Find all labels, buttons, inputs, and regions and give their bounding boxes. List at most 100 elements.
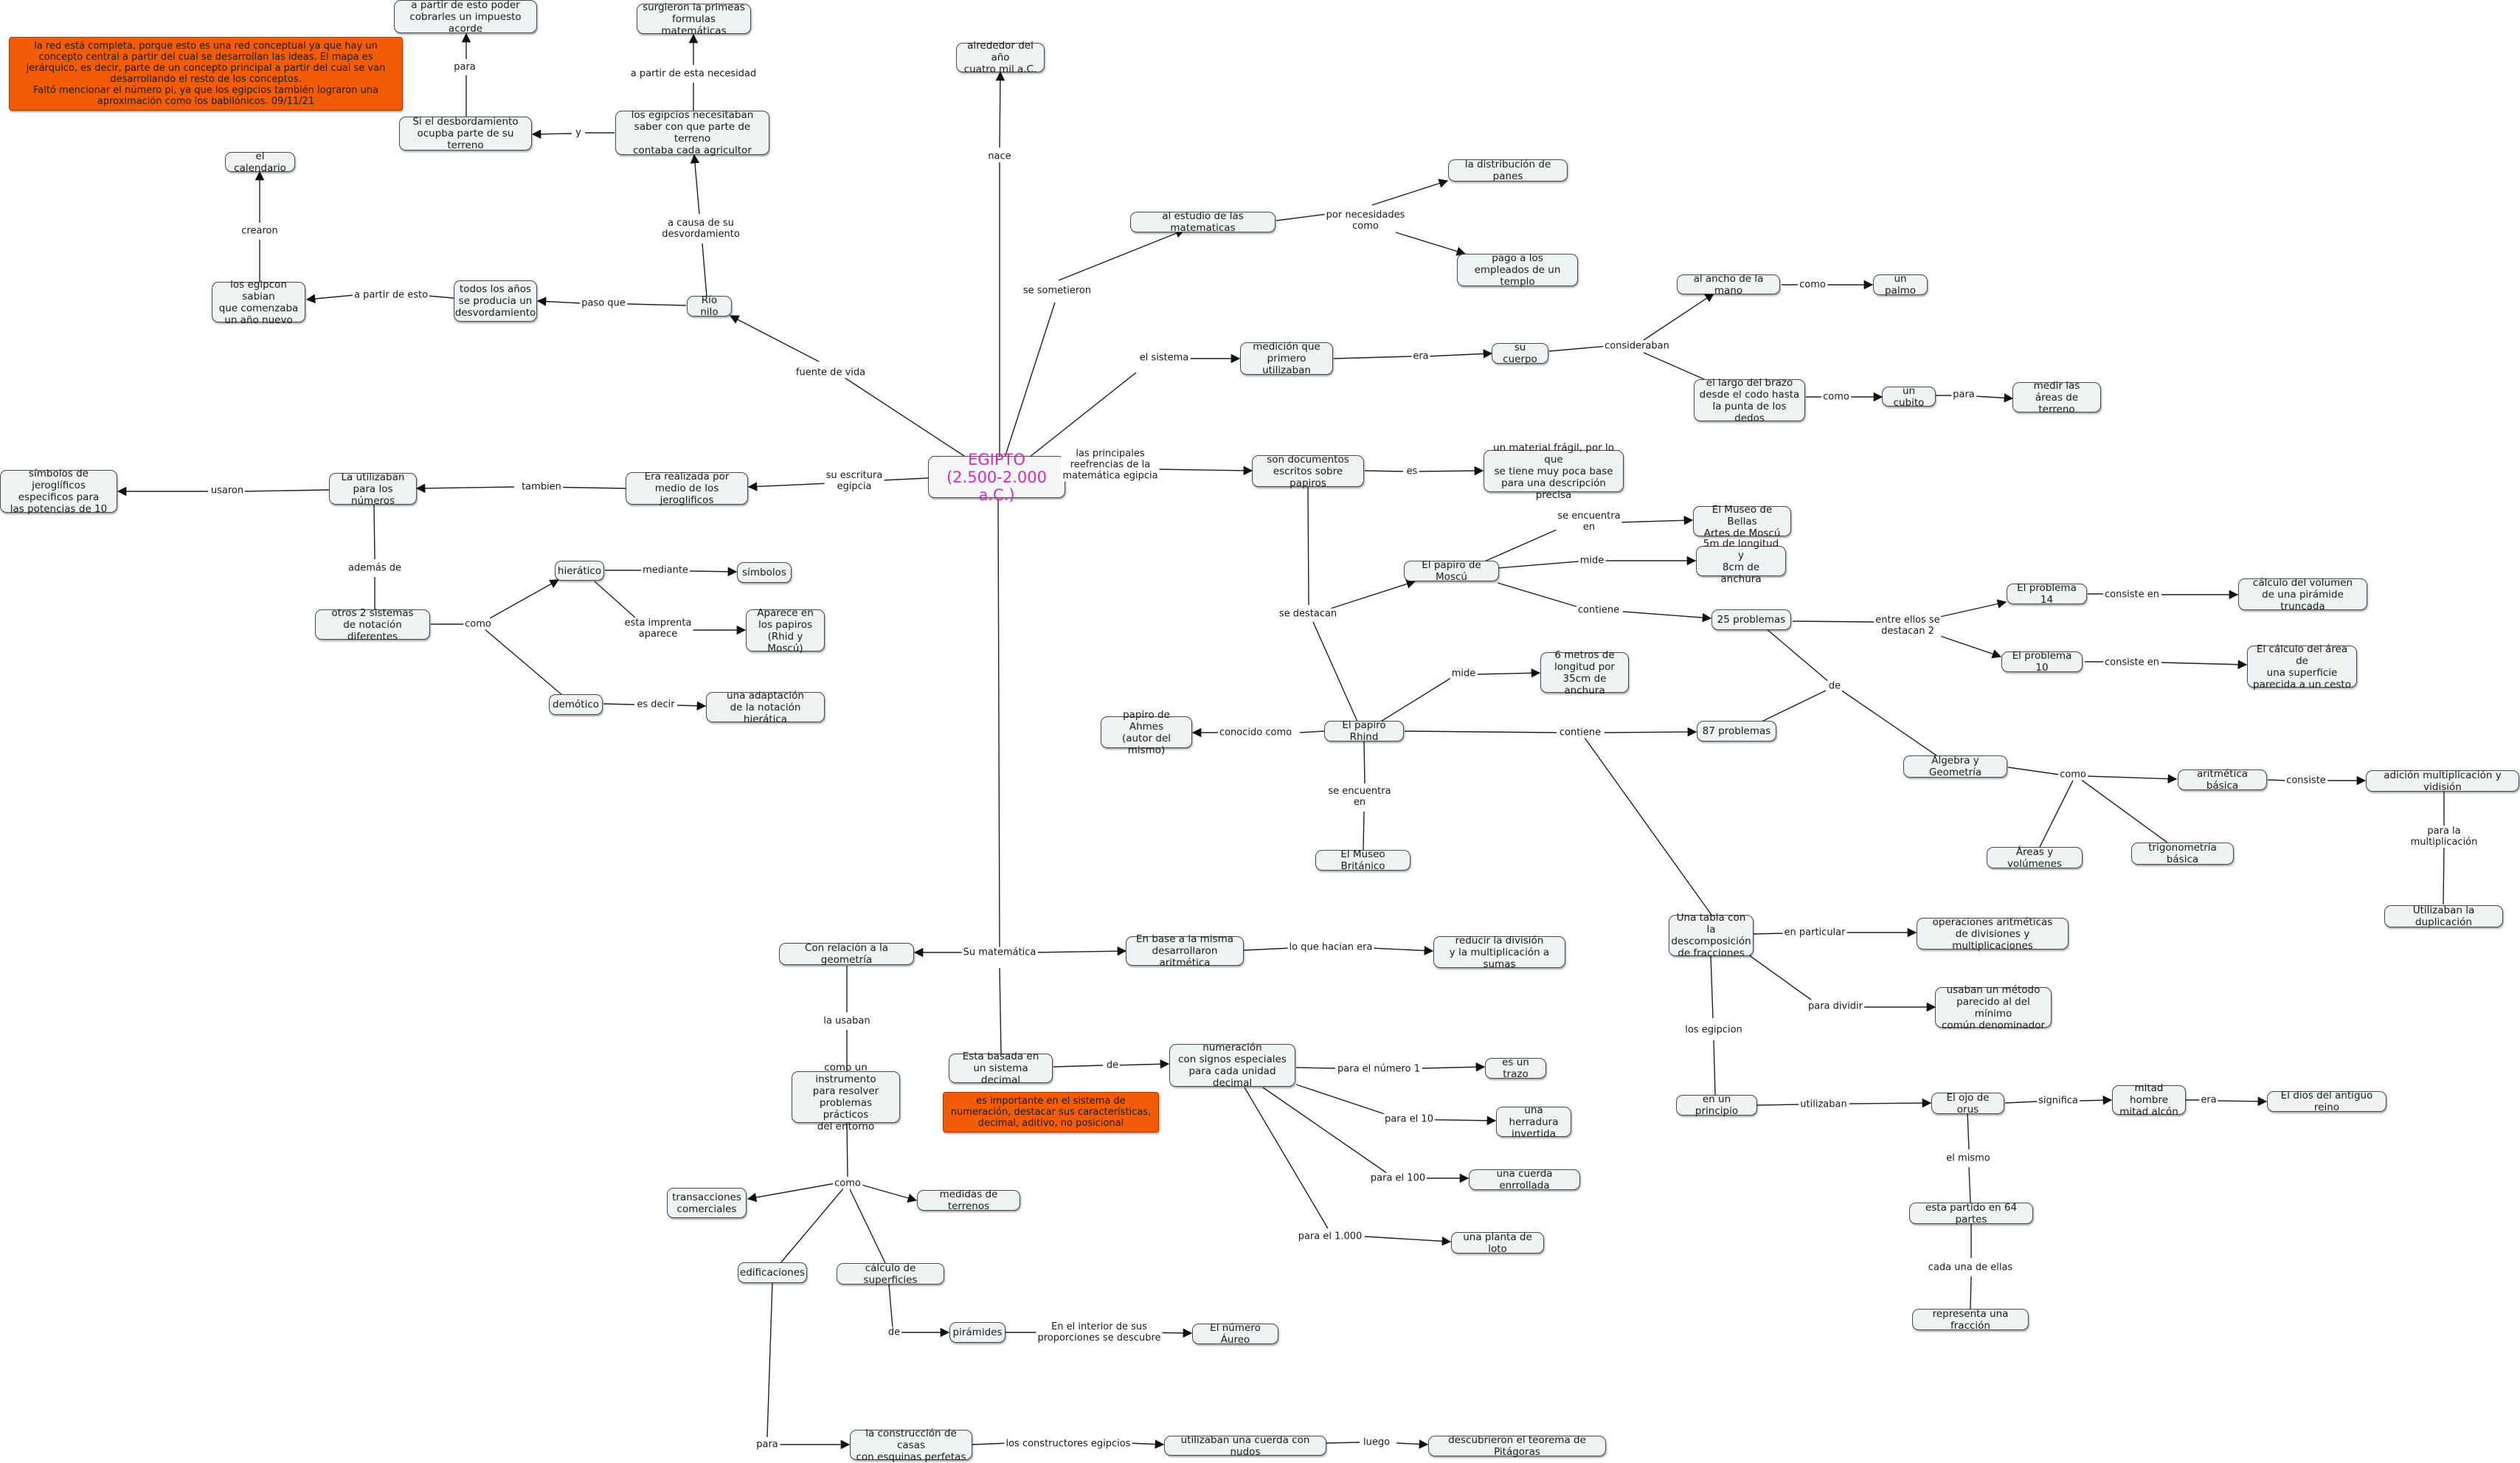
node-problema-10[interactable]: El problema 10	[2001, 650, 2083, 674]
link-label: como	[2058, 769, 2088, 781]
node-desbordamiento[interactable]: Si el desbordamiento ocupba parte de su …	[399, 116, 532, 151]
node-areas-vol[interactable]: Áreas y volúmenes	[1987, 846, 2083, 870]
node-numeracion[interactable]: numeración con signos especiales para ca…	[1169, 1042, 1295, 1089]
node-todos-anios[interactable]: todos los años se producia un desvordami…	[454, 280, 537, 322]
node-documentos[interactable]: son documentos escritos sobre papiros	[1252, 454, 1364, 489]
node-adicion[interactable]: adición multiplicación y vidisión	[2366, 769, 2519, 793]
node-rio-nilo[interactable]: Río nilo	[687, 294, 732, 318]
node-aritmetica[interactable]: aritmética básica	[2178, 768, 2267, 792]
node-moscu-medida[interactable]: 5m de longitud y 8cm de anchura	[1696, 538, 1786, 585]
link-mismo-partido	[1968, 1166, 1971, 1203]
node-simbolos[interactable]: símbolos	[737, 562, 792, 583]
link-arit-consiste	[2267, 779, 2288, 781]
node-ahmes[interactable]: papiro de Ahmes (autor del mismo)	[1101, 709, 1192, 756]
node-palmo[interactable]: un palmo	[1873, 273, 1928, 297]
node-25-problemas[interactable]: 25 problemas	[1711, 609, 1791, 630]
node-calc-sup[interactable]: cálculo de superficies	[837, 1262, 944, 1286]
link-consideraban-ancho	[1643, 293, 1715, 341]
node-cuerda-enr[interactable]: una cuerda enrrollada	[1469, 1168, 1580, 1192]
node-algebra[interactable]: Álgebra y Geometría	[1903, 755, 2007, 778]
node-otros-2[interactable]: otros 2 sistemas de notación diferentes	[315, 607, 430, 643]
node-instrumento[interactable]: como un instrumento para resolver proble…	[792, 1062, 900, 1132]
node-material[interactable]: un material frágil, por lo que se tiene …	[1484, 442, 1624, 501]
node-herradura[interactable]: una herradura invertida	[1496, 1104, 1571, 1140]
node-realizada[interactable]: Era realizada por medio de los jeroglifi…	[626, 471, 748, 506]
node-dios[interactable]: El dios del antiguo reino	[2267, 1090, 2386, 1113]
link-pornec-panes	[1371, 179, 1449, 206]
link-num-para10	[1295, 1084, 1388, 1116]
node-area-sup[interactable]: El cálculo del área de una superficie pa…	[2247, 643, 2357, 691]
node-medicion[interactable]: medición que primero utilizaban	[1240, 341, 1333, 376]
node-seis-metros[interactable]: 6 metros de longitud por 35cm de anchura	[1540, 649, 1629, 696]
link-label: lo que hacian era	[1287, 941, 1374, 953]
node-geometria[interactable]: Con relación a la geometría	[779, 942, 914, 966]
node-areas-terreno[interactable]: medir las áreas de terreno	[2012, 380, 2101, 415]
node-loto[interactable]: una planta de loto	[1451, 1231, 1544, 1255]
node-museo-brit[interactable]: El Museo Británico	[1315, 848, 1410, 872]
node-estudio-mat[interactable]: al estudio de las matematicas	[1130, 210, 1275, 234]
node-su-cuerpo[interactable]: su cuerpo	[1492, 342, 1548, 365]
link-destacan-moscu	[1327, 579, 1416, 610]
link-label: su escritura egipcia	[824, 470, 885, 492]
node-hieratico[interactable]: hierático	[555, 561, 604, 581]
node-panes[interactable]: la distribución de panes	[1448, 159, 1568, 182]
node-basada[interactable]: Esta basada en un sistema decimal	[949, 1051, 1053, 1086]
node-en-base[interactable]: En base a la misma desarrollaron aritmét…	[1126, 933, 1244, 969]
node-tabla[interactable]: Una tabla con la descomposición de fracc…	[1669, 912, 1754, 959]
node-fraccion[interactable]: representa una fracción	[1912, 1308, 2029, 1332]
node-piramides[interactable]: pirámides	[949, 1322, 1005, 1343]
node-volumen[interactable]: cálculo del volumen de una pirámide trun…	[2238, 577, 2367, 612]
node-partido64[interactable]: esta partido en 64 partes	[1909, 1202, 2033, 1225]
link-seencuentra-museo	[1619, 516, 1694, 525]
link-rhind-mide	[1379, 676, 1454, 723]
node-duplicacion[interactable]: Utilizaban la duplicación	[2384, 905, 2503, 928]
node-egipto-root[interactable]: EGIPTO (2.500-2.000 a.C.)	[928, 451, 1065, 504]
node-calendario[interactable]: el calendario	[225, 151, 295, 174]
node-pago[interactable]: pago a los empleados de un templo	[1457, 252, 1578, 288]
node-aparece[interactable]: Aparece en los papiros (Rhid y Moscú)	[746, 607, 825, 654]
node-papiro-moscu[interactable]: El papiro de Moscú	[1404, 559, 1499, 583]
node-necesitaban[interactable]: los egipcios necesitaban saber con que p…	[615, 109, 769, 156]
node-museo-moscu[interactable]: El Museo de Bellas Artes de Moscú	[1693, 504, 1791, 539]
link-edif-para	[766, 1282, 773, 1438]
node-pitagoras[interactable]: descubrieron el teorema de Pitágoras	[1428, 1434, 1606, 1458]
node-metodo[interactable]: usaban un método parecido al del mínimo …	[1935, 984, 2052, 1031]
node-cuatro-mil[interactable]: alrededor del año cuatro mil a.C.	[956, 40, 1045, 75]
link-pasoque-todos	[536, 297, 581, 306]
node-trigonometria[interactable]: trigonometría básica	[2131, 842, 2234, 865]
link-como-demotico	[483, 628, 563, 696]
link-contiene-87	[1604, 727, 1697, 737]
link-consiste-area	[2161, 660, 2248, 670]
node-transacciones[interactable]: transacciones comerciales	[667, 1188, 747, 1218]
node-casas[interactable]: la construcción de casas con esquinas pe…	[850, 1428, 972, 1463]
node-reducir[interactable]: reducir la división y la multiplicación …	[1433, 935, 1565, 970]
node-87-problemas[interactable]: 87 problemas	[1697, 721, 1776, 741]
node-formulas[interactable]: surgieron la primeas formulas matemática…	[637, 1, 751, 37]
node-mitad[interactable]: mitad hombre mitad alcón	[2112, 1082, 2186, 1118]
node-simbolos-jero[interactable]: símbolos de jeroglíficos especificos par…	[0, 468, 117, 515]
node-trazo[interactable]: es un trazo	[1485, 1056, 1546, 1080]
node-utilizaban-num[interactable]: La utilizaban para los números	[329, 471, 417, 507]
node-operaciones[interactable]: operaciones aritméticas de divisiones y …	[1917, 916, 2069, 952]
node-medidas[interactable]: medidas de terrenos	[917, 1189, 1020, 1212]
node-adaptacion[interactable]: una adaptación de la notación hierática	[706, 690, 825, 725]
node-ancho-mano[interactable]: al ancho de la mano	[1677, 273, 1780, 297]
link-root-sumat	[997, 498, 1000, 952]
node-anio-nuevo[interactable]: los egipcon sabian que comenzaba un año …	[212, 279, 305, 326]
link-para-areas	[1973, 393, 2014, 403]
node-principio[interactable]: en un principio	[1676, 1093, 1757, 1117]
node-demotico[interactable]: demótico	[549, 694, 603, 715]
node-cuerda-nudos[interactable]: utilizaban una cuerda con nudos	[1164, 1434, 1326, 1458]
node-rhind[interactable]: El papiro Rhind	[1324, 719, 1404, 743]
node-impuesto[interactable]: a partir de esto poder cobrarles un impu…	[394, 0, 537, 35]
node-edificaciones[interactable]: edificaciones	[738, 1262, 807, 1283]
node-ojo-orus[interactable]: El ojo de orus	[1931, 1092, 2004, 1116]
node-problema-14[interactable]: El problema 14	[2007, 582, 2087, 606]
link-como-arit	[2085, 774, 2178, 784]
link-label: para la multiplicación	[2406, 826, 2482, 848]
node-largo-brazo[interactable]: el largo del brazo desde el codo hasta l…	[1694, 377, 1805, 424]
node-cubito[interactable]: un cubito	[1882, 385, 1936, 409]
link-tambien-utilizaban	[415, 483, 515, 494]
node-aureo[interactable]: El número Áureo	[1192, 1322, 1278, 1346]
